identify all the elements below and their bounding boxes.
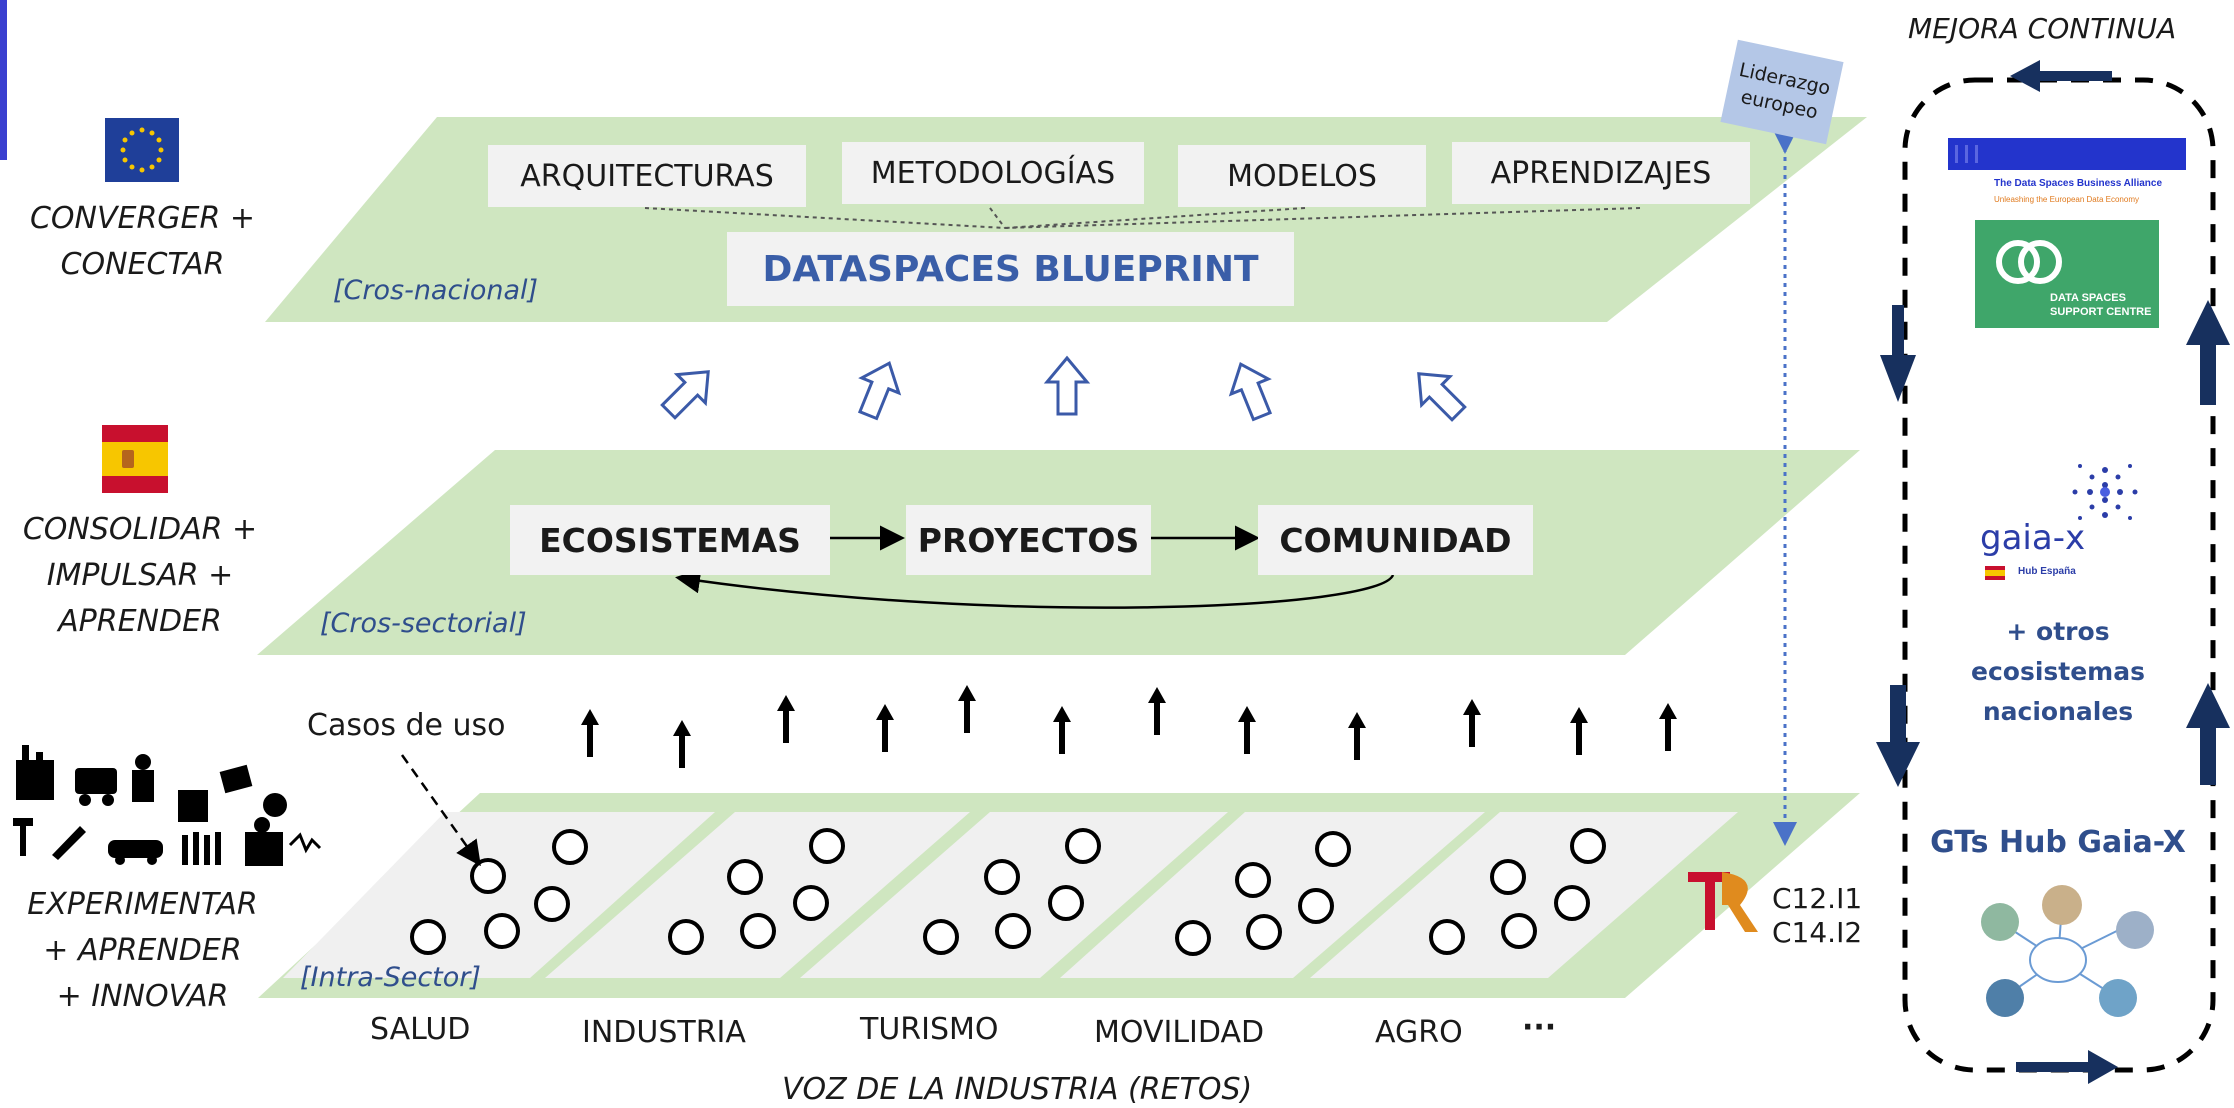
gts-hub-title: GTs Hub Gaia-X: [1930, 825, 2186, 860]
box-ecosistemas: ECOSISTEMAS: [510, 505, 830, 575]
sector-tile-salud: [283, 812, 715, 978]
blueprint-connectors: [644, 207, 1641, 229]
dsba-title: The Data Spaces Business Alliance: [1994, 178, 2163, 189]
dssc-line2: SUPPORT CENTRE: [2050, 306, 2152, 318]
left-edge-bar: [0, 0, 7, 160]
gts-network-graphic: [1981, 885, 2154, 1017]
label-converger: CONVERGER + CONECTAR: [29, 201, 256, 282]
cycle-arrows: [1876, 60, 2230, 1084]
gaia-hub-flag-icon: [1985, 566, 2005, 580]
sector-tile-industria: [545, 812, 970, 978]
tag-cros-sectorial: [Cros-sectorial]: [320, 608, 527, 639]
box-comunidad: COMUNIDAD: [1258, 505, 1533, 575]
tr-logo: [1688, 872, 1758, 932]
arrow-comunidad-feedback: [675, 568, 1395, 609]
black-up-arrows: [581, 685, 1677, 768]
tag-intra-sector: [Intra-Sector]: [300, 962, 481, 993]
dssc-line1: DATA SPACES: [2050, 292, 2126, 304]
sector-tile-agro: [1310, 812, 1738, 978]
sector-tile-turismo: [800, 812, 1228, 978]
use-case-pointer: [400, 754, 481, 867]
label-consolidar: CONSOLIDAR + IMPULSAR + APRENDER: [22, 512, 258, 639]
dsba-logo: [1948, 138, 2186, 190]
box-modelos: MODELOS: [1178, 145, 1426, 207]
gaia-x-logo-text: gaia-x: [1980, 518, 2086, 558]
sector-movilidad: MOVILIDAD: [1094, 1015, 1265, 1050]
box-metodologias: METODOLOGÍAS: [842, 142, 1144, 204]
use-case-circles: [410, 828, 1606, 956]
sector-salud: SALUD: [370, 1012, 471, 1047]
footer-voz-industria: VOZ DE LA INDUSTRIA (RETOS): [782, 1072, 1253, 1107]
tag-cros-nacional: [Cros-nacional]: [333, 275, 539, 306]
sector-industria: INDUSTRIA: [582, 1015, 746, 1050]
sector-more: ···: [1522, 1010, 1557, 1045]
otros-ecosistemas: + otros ecosistemas nacionales: [1971, 617, 2145, 726]
spain-flag-icon: [102, 425, 168, 493]
codes-label: C12.I1 C14.I2: [1772, 882, 1863, 949]
box-aprendizajes: APRENDIZAJES: [1452, 142, 1750, 204]
dsba-subtitle: Unleashing the European Data Economy: [1994, 195, 2139, 204]
sector-tile-movilidad: [1060, 812, 1485, 978]
mejora-continua-title: MEJORA CONTINUA: [1908, 12, 2177, 45]
industry-pictograms-icon: [13, 745, 322, 866]
gaia-x-star-icon: [2072, 464, 2138, 520]
outline-up-arrows: [660, 355, 1467, 422]
box-arquitecturas: ARQUITECTURAS: [488, 145, 806, 207]
sector-turismo: TURISMO: [860, 1012, 999, 1047]
casos-de-uso-label: Casos de uso: [307, 708, 506, 743]
blueprint-box: DATASPACES BLUEPRINT: [727, 232, 1294, 306]
box-proyectos: PROYECTOS: [906, 505, 1151, 575]
sector-agro: AGRO: [1375, 1015, 1463, 1050]
label-experimentar: EXPERIMENTAR + APRENDER + INNOVAR: [27, 887, 258, 1014]
gaia-hub-text: Hub España: [2018, 566, 2076, 577]
eu-flag-icon: [105, 118, 179, 182]
dssc-logo: [1975, 220, 2159, 328]
